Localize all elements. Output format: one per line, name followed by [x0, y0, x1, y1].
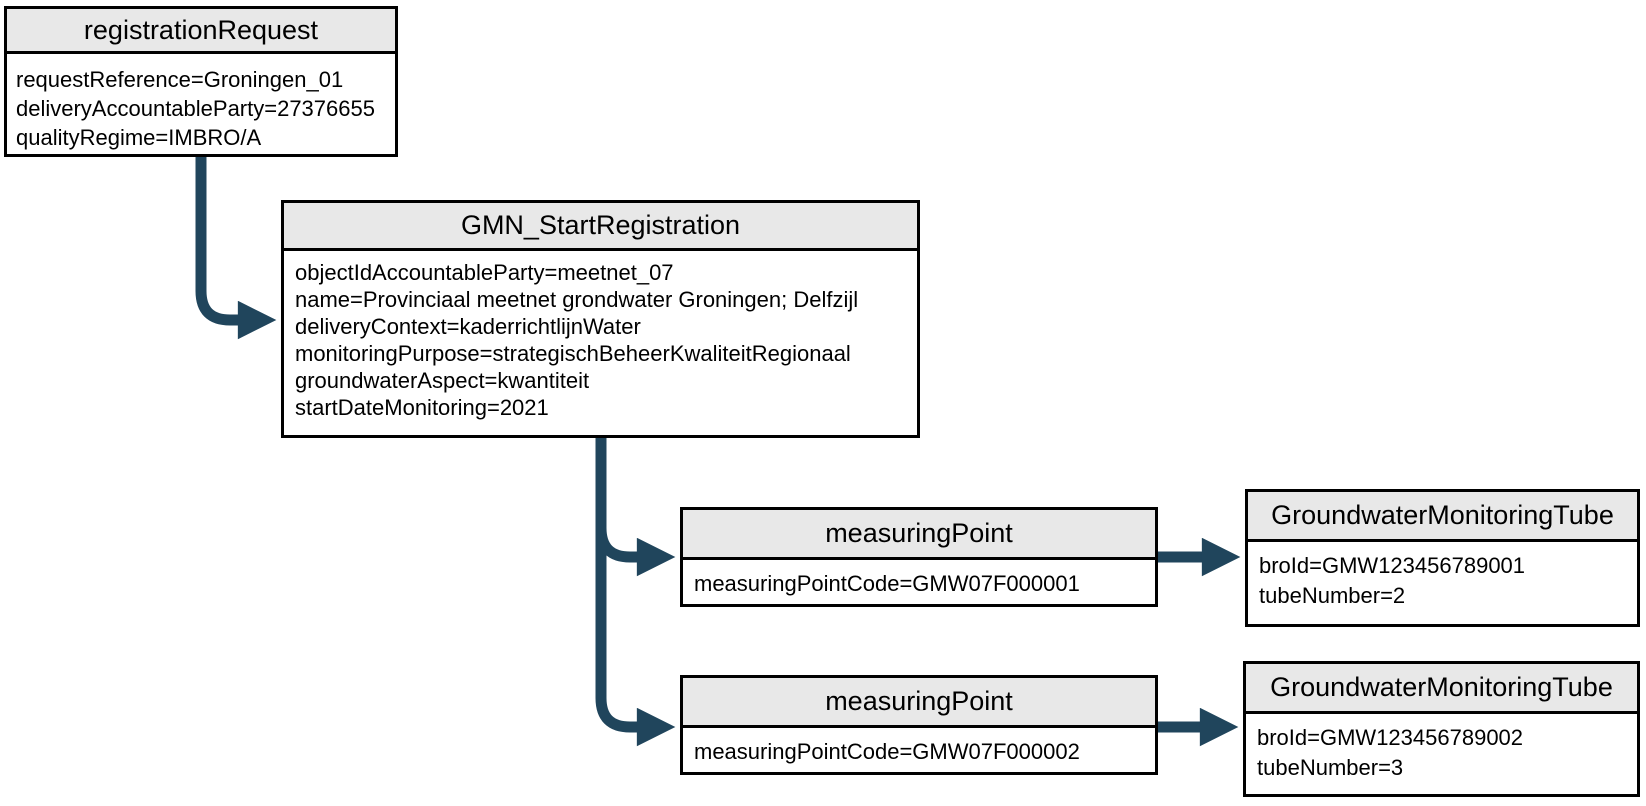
attribute-line: tubeNumber=2: [1259, 583, 1406, 608]
attribute-line: deliveryContext=kaderrichtlijnWater: [295, 314, 641, 339]
node-measuring-point-2: measuringPoint measuringPointCode=GMW07F…: [680, 675, 1158, 775]
attribute-line: measuringPointCode=GMW07F000002: [694, 738, 1080, 764]
node-title: measuringPoint: [683, 678, 1155, 728]
attribute-line: measuringPointCode=GMW07F000001: [694, 570, 1080, 596]
attribute-line: deliveryAccountableParty=27376655: [16, 96, 375, 121]
attribute-line: objectIdAccountableParty=meetnet_07: [295, 260, 674, 285]
attribute-line: startDateMonitoring=2021: [295, 395, 549, 420]
node-attributes: requestReference=Groningen_01 deliveryAc…: [7, 54, 395, 152]
node-attributes: measuringPointCode=GMW07F000002: [683, 728, 1155, 775]
node-groundwater-monitoring-tube-1: GroundwaterMonitoringTube broId=GMW12345…: [1245, 489, 1640, 627]
attribute-line: monitoringPurpose=strategischBeheerKwali…: [295, 341, 851, 366]
arrow-registration-to-gmn: [195, 152, 277, 340]
node-attributes: measuringPointCode=GMW07F000001: [683, 560, 1155, 607]
attribute-line: name=Provinciaal meetnet grondwater Gron…: [295, 287, 859, 312]
node-title: GroundwaterMonitoringTube: [1246, 664, 1637, 714]
arrow-gmn-to-measuringpoint-1: [595, 436, 676, 577]
node-measuring-point-1: measuringPoint measuringPointCode=GMW07F…: [680, 507, 1158, 607]
node-groundwater-monitoring-tube-2: GroundwaterMonitoringTube broId=GMW12345…: [1243, 661, 1640, 797]
attribute-line: broId=GMW123456789002: [1257, 725, 1524, 750]
node-attributes: broId=GMW123456789002 tubeNumber=3: [1246, 714, 1637, 783]
arrow-gmn-to-measuringpoint-2: [595, 436, 676, 747]
node-title: GMN_StartRegistration: [284, 203, 917, 251]
node-attributes: broId=GMW123456789001 tubeNumber=2: [1248, 542, 1637, 611]
attribute-line: broId=GMW123456789001: [1259, 553, 1526, 578]
node-attributes: objectIdAccountableParty=meetnet_07 name…: [284, 251, 917, 421]
node-title: registrationRequest: [7, 9, 395, 54]
attribute-line: qualityRegime=IMBRO/A: [16, 125, 262, 150]
attribute-line: groundwaterAspect=kwantiteit: [295, 368, 590, 393]
node-registration-request: registrationRequest requestReference=Gro…: [4, 6, 398, 157]
node-gmn-start-registration: GMN_StartRegistration objectIdAccountabl…: [281, 200, 920, 438]
attribute-line: requestReference=Groningen_01: [16, 67, 344, 92]
node-title: GroundwaterMonitoringTube: [1248, 492, 1637, 542]
node-title: measuringPoint: [683, 510, 1155, 560]
attribute-line: tubeNumber=3: [1257, 755, 1404, 780]
